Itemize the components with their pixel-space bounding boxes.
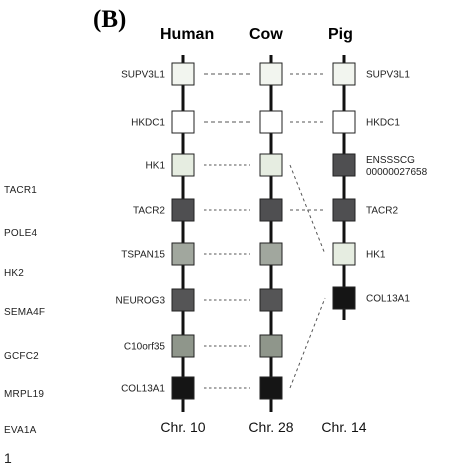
gene-box bbox=[259, 334, 283, 358]
gene-label-human: TACR2 bbox=[133, 206, 165, 217]
species-title-pig: Pig bbox=[328, 26, 353, 43]
gene-label-human: COL13A1 bbox=[121, 384, 165, 395]
gene-label-human: HK1 bbox=[146, 161, 166, 172]
species-title-cow: Cow bbox=[249, 26, 283, 43]
gene-box bbox=[259, 62, 283, 86]
gene-box bbox=[259, 376, 283, 400]
gene-label-human: HKDC1 bbox=[131, 118, 165, 129]
gene-label-pig: TACR2 bbox=[366, 206, 398, 217]
gene-label-human: NEUROG3 bbox=[116, 296, 166, 307]
species-title-human: Human bbox=[160, 26, 215, 43]
gene-box bbox=[171, 334, 195, 358]
left-gene-label: MRPL19 bbox=[4, 389, 45, 400]
chromosome-label-cow: Chr. 28 bbox=[248, 419, 293, 435]
gene-box bbox=[259, 242, 283, 266]
gene-box bbox=[171, 288, 195, 312]
left-gene-label: TACR1 bbox=[4, 185, 38, 196]
gene-label-human: C10orf35 bbox=[124, 342, 166, 353]
gene-label-human: TSPAN15 bbox=[121, 250, 165, 261]
gene-box bbox=[259, 198, 283, 222]
gene-box bbox=[332, 62, 356, 86]
gene-box bbox=[259, 153, 283, 177]
gene-label-pig: HKDC1 bbox=[366, 118, 400, 129]
chromosome-label-human: Chr. 10 bbox=[160, 419, 205, 435]
left-gene-label: EVA1A bbox=[4, 425, 37, 436]
gene-label-human: SUPV3L1 bbox=[121, 70, 165, 81]
gene-box bbox=[259, 288, 283, 312]
panel-label: (B) bbox=[93, 6, 127, 33]
gene-box bbox=[332, 286, 356, 310]
gene-box bbox=[171, 110, 195, 134]
left-gene-label: HK2 bbox=[4, 268, 25, 279]
gene-box bbox=[332, 198, 356, 222]
page-number: 1 bbox=[4, 450, 12, 466]
gene-label-pig: SUPV3L1 bbox=[366, 70, 410, 81]
gene-box bbox=[259, 110, 283, 134]
gene-box bbox=[332, 153, 356, 177]
gene-label-pig: 00000027658 bbox=[366, 167, 428, 178]
gene-box bbox=[171, 376, 195, 400]
left-gene-label: GCFC2 bbox=[4, 351, 39, 362]
link-cow-pig bbox=[289, 297, 326, 389]
left-gene-label: POLE4 bbox=[4, 228, 38, 239]
link-cow-pig bbox=[289, 164, 326, 255]
gene-box bbox=[332, 242, 356, 266]
gene-box bbox=[332, 110, 356, 134]
gene-label-pig: ENSSSCG bbox=[366, 155, 415, 166]
chromosome-label-pig: Chr. 14 bbox=[321, 419, 366, 435]
gene-box bbox=[171, 153, 195, 177]
gene-box bbox=[171, 242, 195, 266]
left-gene-label: SEMA4F bbox=[4, 307, 46, 318]
gene-box bbox=[171, 62, 195, 86]
gene-label-pig: HK1 bbox=[366, 250, 386, 261]
gene-box bbox=[171, 198, 195, 222]
gene-label-pig: COL13A1 bbox=[366, 294, 410, 305]
